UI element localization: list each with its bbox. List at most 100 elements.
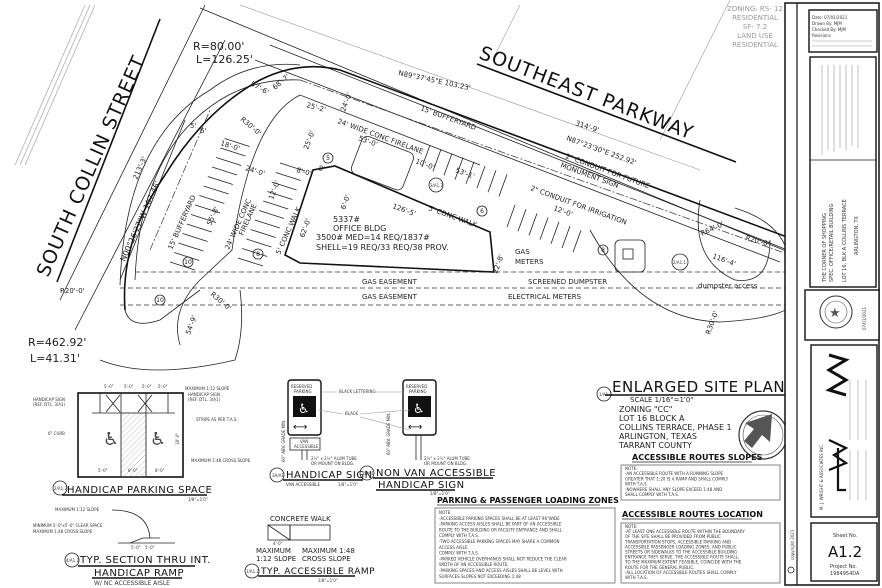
drawing-linework <box>824 300 848 324</box>
note-line: TRANSPORTATION STOPS, ACCESSIBLE PARKING… <box>624 539 731 544</box>
dimensions-r20-right: R20'-0' <box>744 234 770 248</box>
signs-tube-1: 2½" x 2½" ALUM TUBE <box>311 456 357 461</box>
parking-stall-line <box>263 200 289 210</box>
ramp-section-callout: 4/A1.2 <box>66 558 79 563</box>
drawing-linework: NOTE:-ACCESSIBLE PARKING SPACES SHALL BE… <box>439 510 567 579</box>
location-notes: ACCESSIBLE ROUTES LOCATION NOTE:-AT LEAS… <box>620 510 781 584</box>
dimensions-d22-8: 22'-8' <box>491 253 505 274</box>
ramp-section-title1: TYP. SECTION THRU INT. <box>79 555 211 566</box>
drawing-linework <box>119 119 186 281</box>
note-line: -AT LEAST ONE ACCESSIBLE ROUTE WITHIN TH… <box>625 529 745 534</box>
parking-stall-line <box>182 233 208 242</box>
title-block-project-label: Project No. <box>830 564 857 570</box>
slopes-notes: ACCESSIBLE ROUTES SLOPES NOTE:-AN ACCESS… <box>620 453 781 501</box>
ramp-section-title2: HANDICAP RAMP <box>94 568 184 579</box>
drawing-linework <box>269 44 801 256</box>
parking-stall-line <box>242 248 268 257</box>
dimensions-d54-9: 54'-9' <box>184 314 198 335</box>
drawing-linework <box>787 566 795 574</box>
drawing-linework <box>821 65 859 155</box>
ramp-section-labels-0: MAXIMUM 1:12 SLOPE <box>55 507 100 512</box>
drawing-linework <box>124 289 201 324</box>
signs-sign-b-title2: HANDICAP SIGN <box>378 480 465 491</box>
note-line: -PARKING SPACES AND ACCESS AISLES SHALL … <box>439 568 563 573</box>
parking-stall-line <box>572 230 582 253</box>
signs-reserved-1: RESERVED <box>291 384 312 389</box>
drawing-linework <box>169 138 306 271</box>
accessible-ramp-detail: CONCRETE WALK 4'-0" MAXIMUM 1:12 SLOPE M… <box>244 515 375 583</box>
north-arrow-icon <box>738 410 788 460</box>
dimensions-d68-7: 68'-7' <box>271 73 291 92</box>
building-line2: SHELL=19 REQ/33 REQ/38 PROV. <box>316 243 449 252</box>
drawing-linework <box>671 253 689 271</box>
parking-stall-line <box>211 166 238 176</box>
enlarged-site-plan-zoning-4: TARRANT COUNTY <box>618 441 692 450</box>
revision-box <box>808 9 878 53</box>
curve-labels-top-l: L=126.25' <box>196 53 253 66</box>
parking-stall-line <box>237 257 264 267</box>
drawing-linework <box>299 79 791 256</box>
handicap-parking-labels-dims-2: 5'-0" <box>142 384 152 389</box>
wheelchair-icon: ♿ <box>413 402 425 417</box>
drawing-linework <box>14 4 96 166</box>
site-labels-stall-counts-3: 6 <box>480 208 484 215</box>
parking-stall-line <box>476 165 486 189</box>
road-underline <box>56 18 161 283</box>
drawing-linework <box>849 380 867 500</box>
accessible-ramp-max-slope-2: 1:12 SLOPE <box>256 555 296 563</box>
handicap-parking-labels-max-slope: MAXIMUM 1:12 SLOPE <box>185 386 230 391</box>
dimensions-d53-1: 53'-1' <box>454 166 475 180</box>
drawing-linework <box>415 435 422 460</box>
drawing-linework: NOTE:-AT LEAST ONE ACCESSIBLE ROUTE WITH… <box>624 524 745 580</box>
enlarged-site-plan-zoning-3: ARLINGTON, TEXAS <box>619 432 697 441</box>
signs-reserved-2: PARKING <box>294 389 312 394</box>
note-label: NOTE: <box>625 466 637 471</box>
parking-stall-line <box>195 204 221 214</box>
drawing-linework <box>408 396 431 417</box>
drawing-linework <box>289 524 331 541</box>
drawing-linework <box>597 244 609 256</box>
handicap-parking-labels-dims-7: 18'-0" <box>175 433 180 445</box>
title-block-checked-by: Checked By: MJM <box>812 27 847 32</box>
signs-black-lettering: BLACK LETTERING <box>339 389 376 394</box>
drawing-linework <box>244 563 260 579</box>
double-arrow-icon: ⟷ <box>293 422 307 433</box>
wheelchair-icon: ♿ <box>150 429 166 450</box>
parking-stall-line <box>216 157 242 166</box>
parking-stall-line <box>169 261 196 271</box>
accessible-ramp-max-slope-1: MAXIMUM <box>256 547 291 555</box>
drawing-linework <box>199 7 881 291</box>
enlarged-site-plan-title: ENLARGED SITE PLAN <box>612 378 785 396</box>
drawing-linework <box>744 414 772 448</box>
note-line: OF THE SITE SHALL BE PROVIDED FROM PUBLI… <box>625 534 721 539</box>
parking-stall-line <box>506 204 516 228</box>
engineer-seal-icon: ★ <box>819 295 853 329</box>
note-line: SURFACES SLOPES NOT EXCEEDING 1:48 <box>439 574 521 579</box>
parking-stall-line <box>465 161 475 184</box>
drawing-linework <box>269 467 285 483</box>
title-block-revisions: Revisions <box>812 33 831 38</box>
drawing-linework <box>64 552 80 568</box>
curve-labels-bottom-r: R=462.92' <box>28 336 86 349</box>
handicap-parking-labels-curb: 6" CURB <box>48 431 65 436</box>
note-line: STREETS OR SIDEWALKS TO THE ACCESSIBLE B… <box>625 550 737 555</box>
site-labels-screened-dumpster: SCREENED DUMPSTER <box>528 278 607 286</box>
drawing-linework <box>293 396 316 417</box>
site-labels-west-bufferyard: 15' BUFFERYARD <box>167 194 198 251</box>
drawing-linework <box>596 386 612 402</box>
parking-stall-line <box>258 210 285 219</box>
parking-stall-line <box>443 153 453 176</box>
accessible-ramp-cross-1: MAXIMUM 1:48 <box>302 547 355 555</box>
building-area: 5337# <box>333 215 360 224</box>
signs-grade: 60" ABV. GRADE MIN. <box>281 419 286 462</box>
dimensions-d6b: 6'-0' <box>339 194 352 211</box>
dumpster-enclosure <box>614 239 646 273</box>
dimensions-d12: 12'-0' <box>267 179 281 200</box>
note-label: NOTE: <box>439 510 451 515</box>
title-block-sheet-label: Sheet No. <box>833 533 858 539</box>
site-labels-dumpster-access: dumpster access <box>698 282 758 290</box>
dimensions-d25: 25'-0' <box>302 129 316 150</box>
dimensions-d126-5: 126'-5' <box>391 202 417 218</box>
note-line: GREATER THAT 1:20 IS A RAMP AND SHALL CO… <box>625 476 729 481</box>
signs-tube-1: 2½" x 2½" ALUM TUBE <box>424 456 470 461</box>
